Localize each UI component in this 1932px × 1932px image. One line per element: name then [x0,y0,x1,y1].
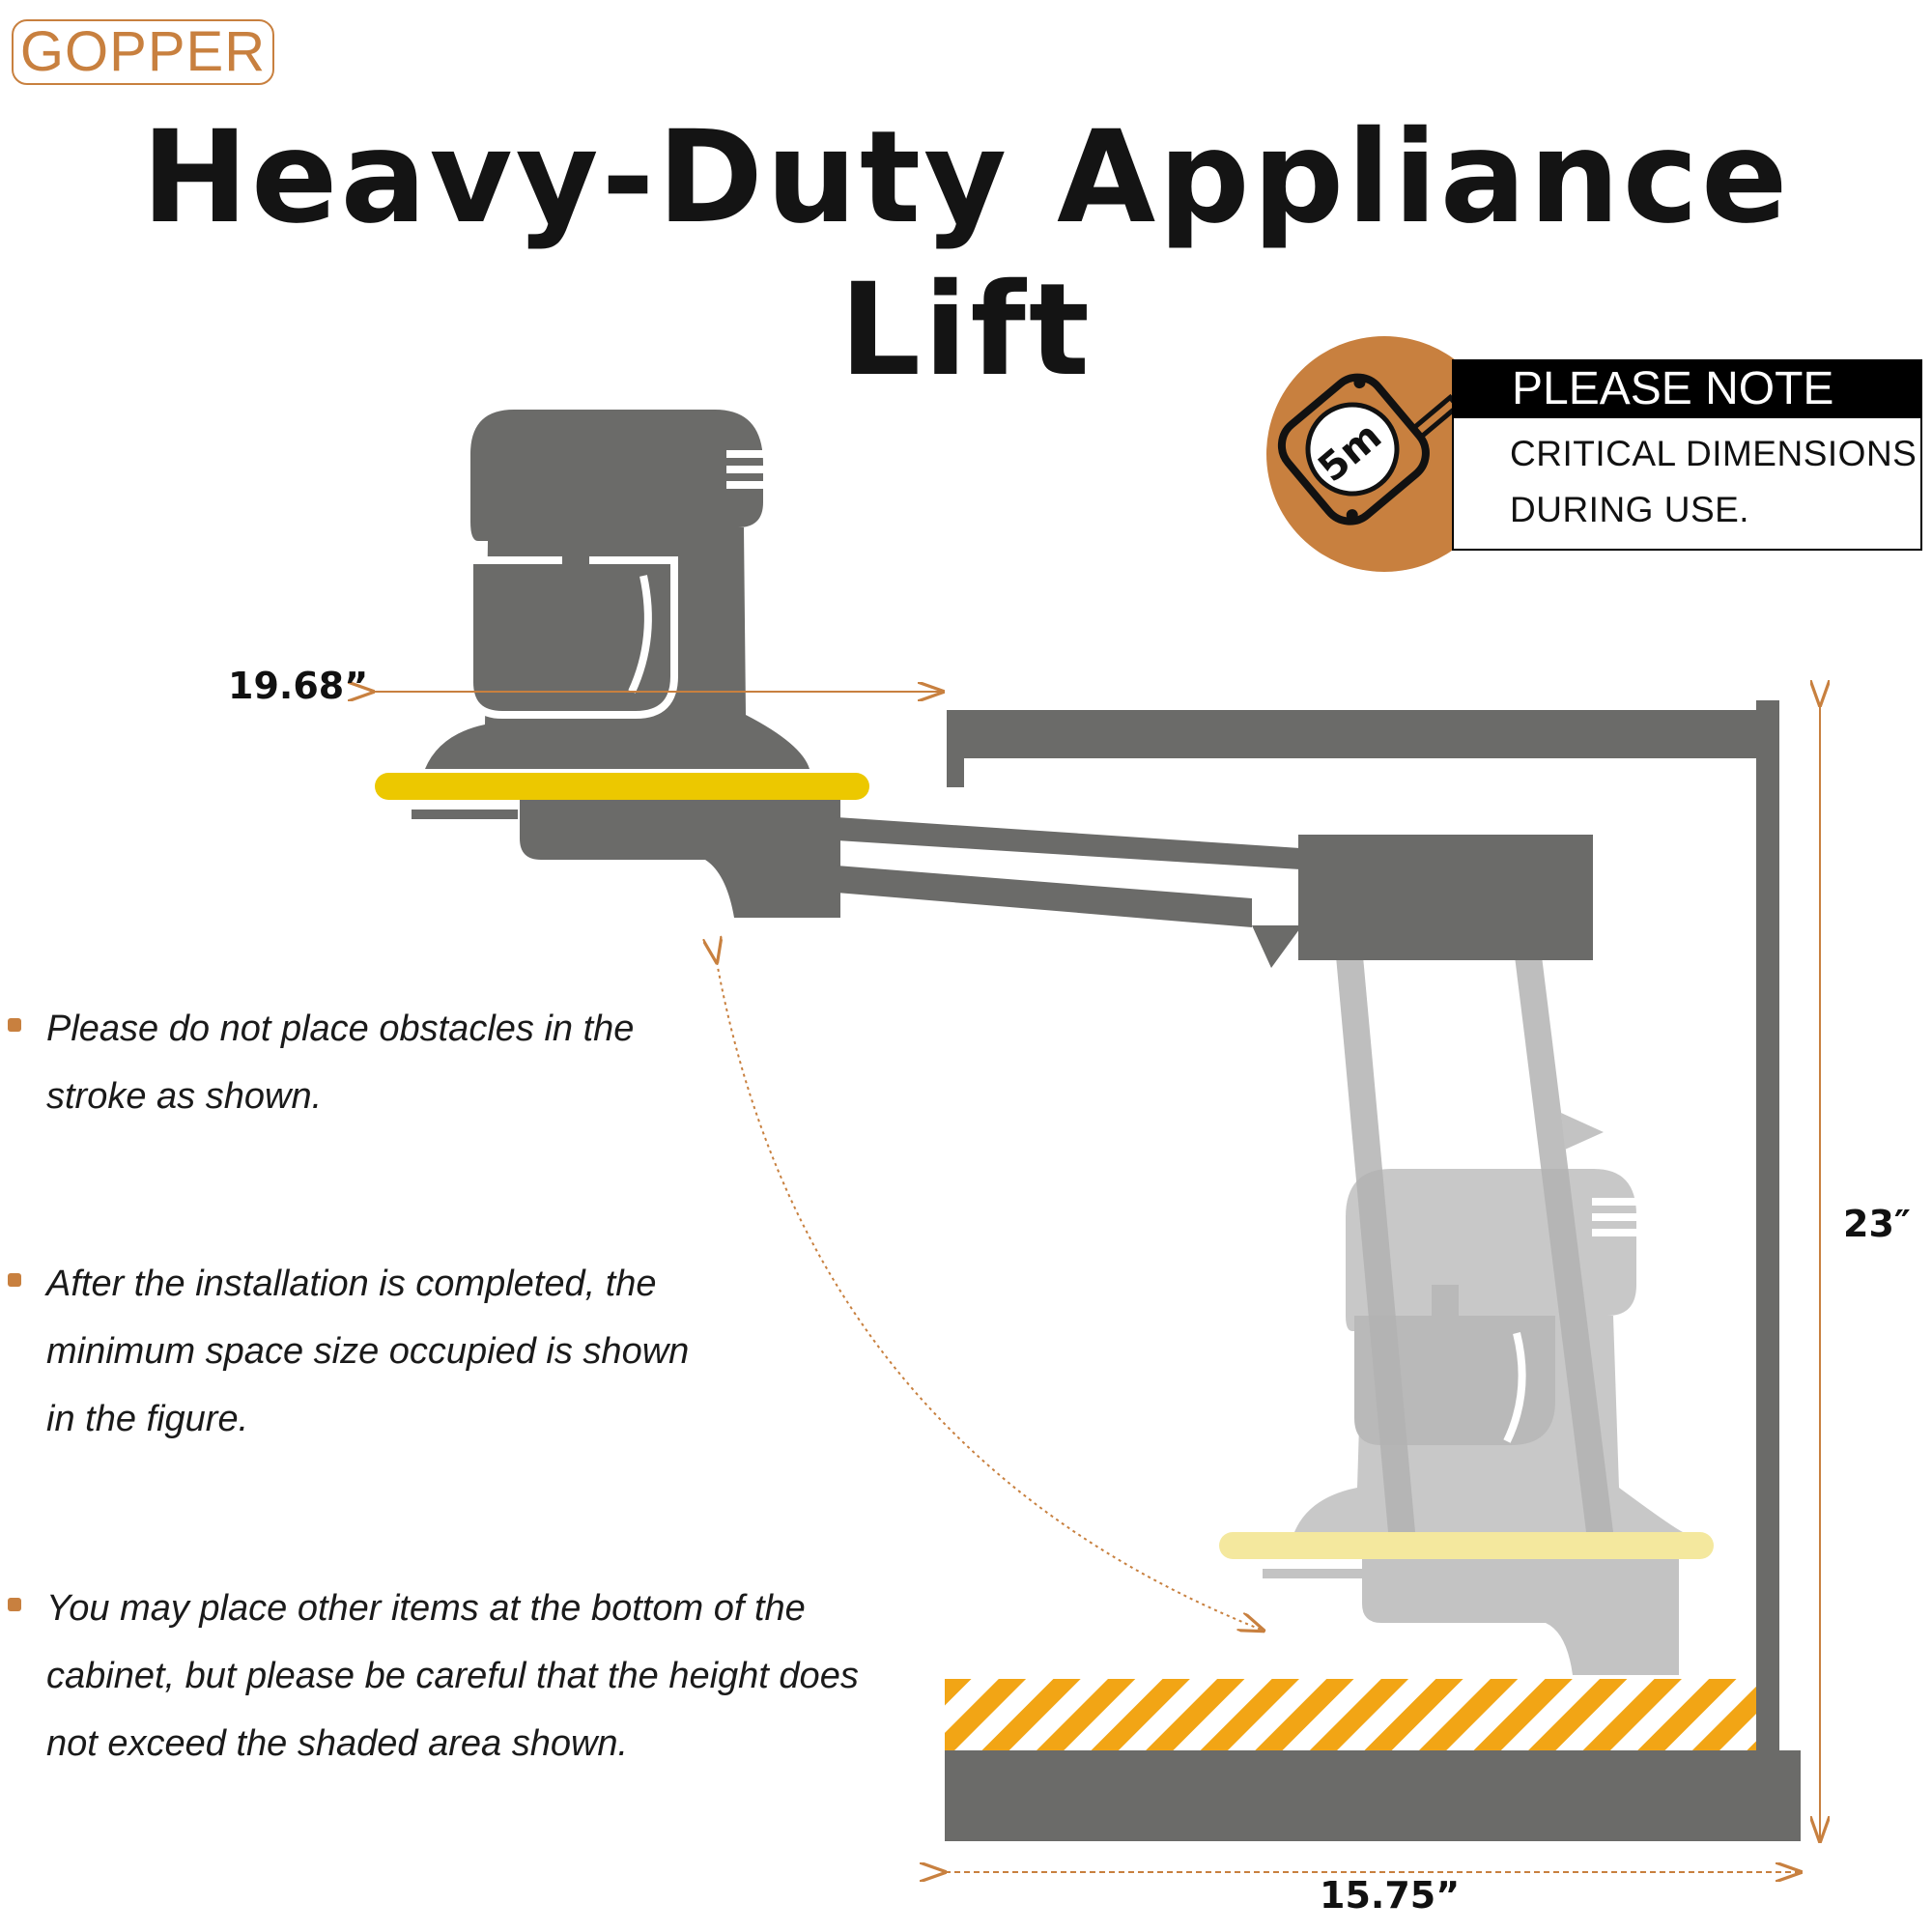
bullet-item-1-line-1: Please do not place obstacles in the [46,1009,635,1049]
bullet-item-3-line-3: not exceed the shaded area shown. [46,1723,629,1764]
mixer-raised [375,410,1593,968]
platform-raised [375,773,869,800]
bullet-marker [8,1018,21,1032]
note-body: CRITICAL DIMENSIONS DURING USE. [1452,418,1922,551]
cabinet-depth-label: 15.75” [1320,1874,1461,1917]
platform-width-label: 19.68” [228,665,369,707]
tape-measure-icon: 5m [1277,373,1462,526]
cabinet [945,700,1801,1841]
cabinet-top-lip [947,710,964,787]
platform-bracket [520,800,840,918]
platform-lowered [1219,1532,1714,1559]
bullet-item-2-line-1: After the installation is completed, the [46,1264,657,1304]
cabinet-top-panel [947,710,1758,758]
bullet-marker [8,1598,21,1611]
page-title: Heavy-Duty Appliance Lift [141,103,1791,406]
lift-mechanism-block [1298,835,1593,960]
bullet-item-3: You may place other items at the bottom … [46,1575,859,1777]
bullet-marker [8,1273,21,1287]
bullet-item-3-line-2: cabinet, but please be careful that the … [46,1656,859,1696]
stroke-path-arrow [717,962,1264,1631]
bullet-item-3-line-1: You may place other items at the bottom … [46,1588,806,1629]
bullet-item-1: Please do not place obstacles in the str… [46,995,634,1130]
note-line-2: DURING USE. [1510,490,1750,529]
lift-arm-upper [837,817,1300,869]
note-heading: PLEASE NOTE [1452,359,1922,418]
lift-arm-lower [837,866,1252,927]
bullet-item-2-line-2: minimum space size occupied is shown [46,1331,690,1372]
shaded-area [945,1679,1756,1750]
cabinet-height-label: 23″ [1843,1203,1911,1245]
brand-logo: GOPPER [12,19,274,85]
cabinet-back-panel [1756,700,1779,1763]
note-line-1: CRITICAL DIMENSIONS [1510,434,1918,473]
mixer-lowered [1219,956,1714,1675]
tape-measure-badge: 5m [1266,336,1502,572]
cabinet-bottom-panel [945,1750,1801,1841]
bullet-item-2: After the installation is completed, the… [46,1250,689,1453]
bullet-item-2-line-3: in the figure. [46,1399,249,1439]
bullet-item-1-line-2: stroke as shown. [46,1076,323,1117]
